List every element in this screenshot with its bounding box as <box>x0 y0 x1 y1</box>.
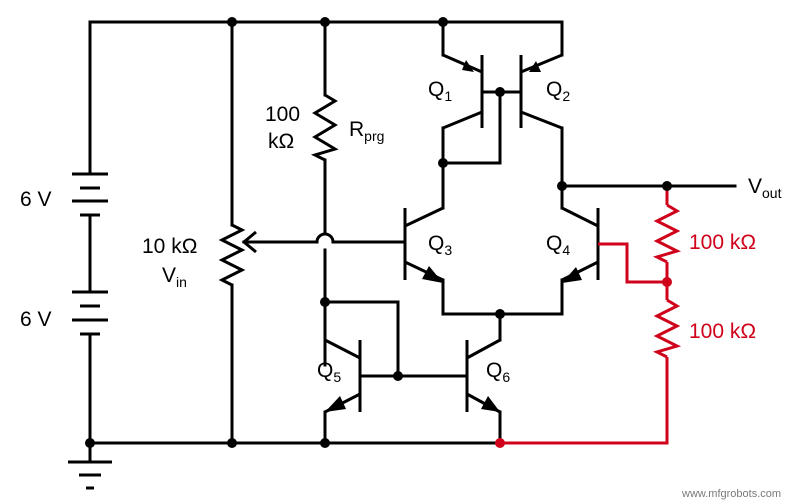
q3-label-sub: 3 <box>444 242 453 258</box>
q4-label-sub: 4 <box>562 242 571 258</box>
q6-emitter-arrow-icon <box>481 396 500 412</box>
rprg-name-main: R <box>349 118 365 141</box>
upper-battery-symbol <box>72 172 108 217</box>
feedback-resistor-lower-label: 100 kΩ <box>689 320 757 343</box>
red-junction-dot <box>662 277 672 287</box>
q2-label-main: Q <box>546 78 563 101</box>
pot-name-label: Vin <box>162 265 187 289</box>
q3-label-main: Q <box>428 232 445 255</box>
q5-label-main: Q <box>317 359 334 382</box>
q1-label-main: Q <box>428 78 445 101</box>
transistor-q1-symbol <box>442 53 484 130</box>
rprg-value-line1: 100 <box>265 103 301 126</box>
q5-label-sub: 5 <box>333 369 342 385</box>
battery-upper-label: 6 V <box>20 188 52 211</box>
wiper-arrow-icon <box>241 230 257 254</box>
red-junction-dot-bottom <box>495 438 505 448</box>
q3-label: Q3 <box>428 233 452 257</box>
potentiometer-resistor <box>218 223 246 287</box>
q2-emitter-arrow-icon <box>529 61 541 72</box>
transistor-q2-symbol <box>519 53 563 130</box>
pot-value-label: 10 kΩ <box>142 235 198 258</box>
lower-battery-symbol <box>72 290 108 336</box>
q4-label-main: Q <box>546 232 563 255</box>
watermark: www.mfgrobots.com <box>682 488 782 500</box>
vout-label: Vout <box>748 176 781 200</box>
vout-label-sub: out <box>762 185 782 201</box>
pot-name-sub: in <box>176 274 187 290</box>
battery-lower-label: 6 V <box>20 308 52 331</box>
q3-emitter-arrow-icon <box>422 266 443 283</box>
q1-label-sub: 1 <box>444 88 453 104</box>
feedback-resistor-upper-label: 100 kΩ <box>689 231 757 254</box>
q4-label: Q4 <box>546 233 570 257</box>
q1-emitter-arrow-icon <box>462 60 474 72</box>
q5-emitter-arrow-icon <box>325 396 346 412</box>
q5-label: Q5 <box>317 360 341 384</box>
rprg-name-label: Rprg <box>349 119 384 143</box>
q2-label-sub: 2 <box>562 88 571 104</box>
ground-symbol <box>68 460 112 490</box>
q6-label: Q6 <box>486 360 510 384</box>
pot-name-main: V <box>162 264 177 287</box>
rprg-name-sub: prg <box>364 128 385 144</box>
junction-dots <box>85 17 672 448</box>
q6-label-sub: 6 <box>502 369 511 385</box>
vout-label-main: V <box>748 175 763 198</box>
q6-label-main: Q <box>486 359 503 382</box>
q4-emitter-arrow-icon <box>562 267 582 283</box>
q1-label: Q1 <box>428 79 452 103</box>
q2-label: Q2 <box>546 79 570 103</box>
rprg-value-line2: kΩ <box>268 130 295 153</box>
rprg-resistor <box>310 93 339 162</box>
